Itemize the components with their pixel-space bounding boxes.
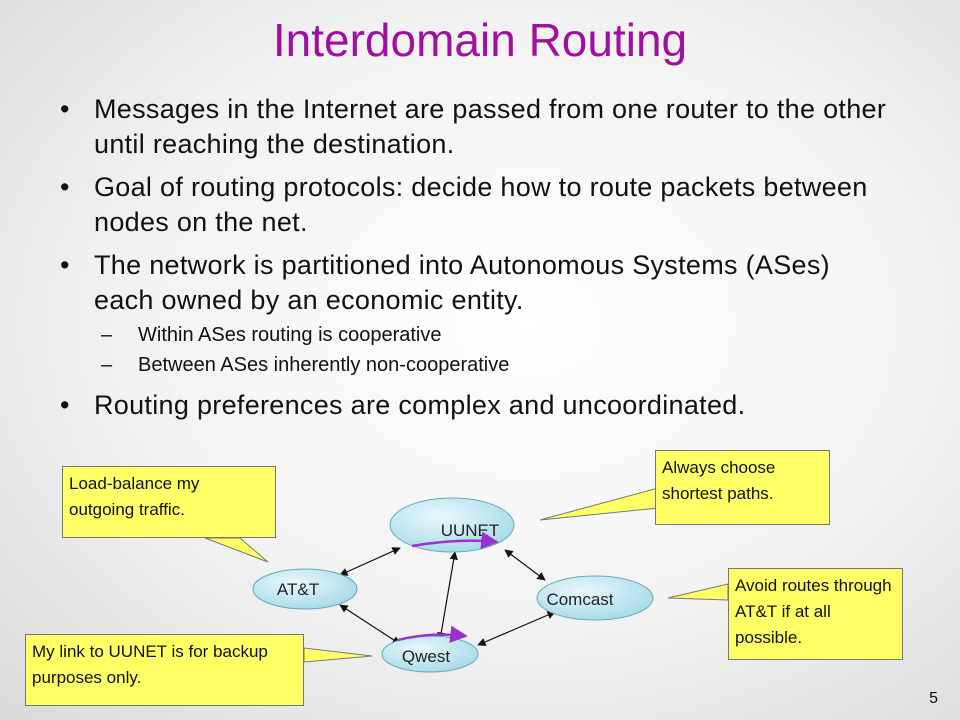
callout-qwest: My link to UUNET is for backup purposes … bbox=[25, 634, 304, 706]
node-qwest-label: Qwest bbox=[402, 647, 450, 666]
sub-bullet-item: Between ASes inherently non-cooperative bbox=[58, 350, 888, 380]
node-comcast bbox=[536, 575, 654, 621]
link-uunet-qwest bbox=[437, 551, 458, 641]
callout-pointer bbox=[303, 647, 373, 663]
node-att-label: AT&T bbox=[277, 580, 319, 599]
bullet-item: The network is partitioned into Autonomo… bbox=[58, 248, 888, 318]
link-att-qwest bbox=[339, 604, 401, 645]
page-number: 5 bbox=[929, 690, 938, 707]
preference-arrow-qwest bbox=[397, 625, 468, 643]
callout-pointer bbox=[539, 487, 659, 521]
link-att-uunet bbox=[339, 547, 401, 576]
callout-comcast: Avoid routes through AT&T if at all poss… bbox=[728, 568, 903, 660]
callout-pointer bbox=[204, 537, 269, 563]
callout-uunet: Always choose shortest paths. bbox=[655, 450, 830, 525]
bullet-item: Goal of routing protocols: decide how to… bbox=[58, 170, 888, 240]
callout-att: Load-balance my outgoing traffic. bbox=[62, 466, 276, 538]
callout-pointer bbox=[667, 583, 729, 601]
link-comcast-qwest bbox=[477, 611, 556, 646]
slide-title: Interdomain Routing bbox=[272, 14, 688, 66]
preference-arrow-uunet bbox=[411, 531, 499, 550]
bullet-item: Routing preferences are complex and unco… bbox=[58, 388, 888, 423]
bullet-list: Messages in the Internet are passed from… bbox=[58, 92, 888, 431]
sub-bullet-item: Within ASes routing is cooperative bbox=[58, 320, 888, 350]
node-att bbox=[252, 568, 358, 610]
node-uunet-label: UUNET bbox=[441, 521, 500, 540]
link-uunet-comcast bbox=[504, 549, 546, 581]
bullet-item: Messages in the Internet are passed from… bbox=[58, 92, 888, 162]
node-comcast-label: Comcast bbox=[546, 590, 613, 609]
